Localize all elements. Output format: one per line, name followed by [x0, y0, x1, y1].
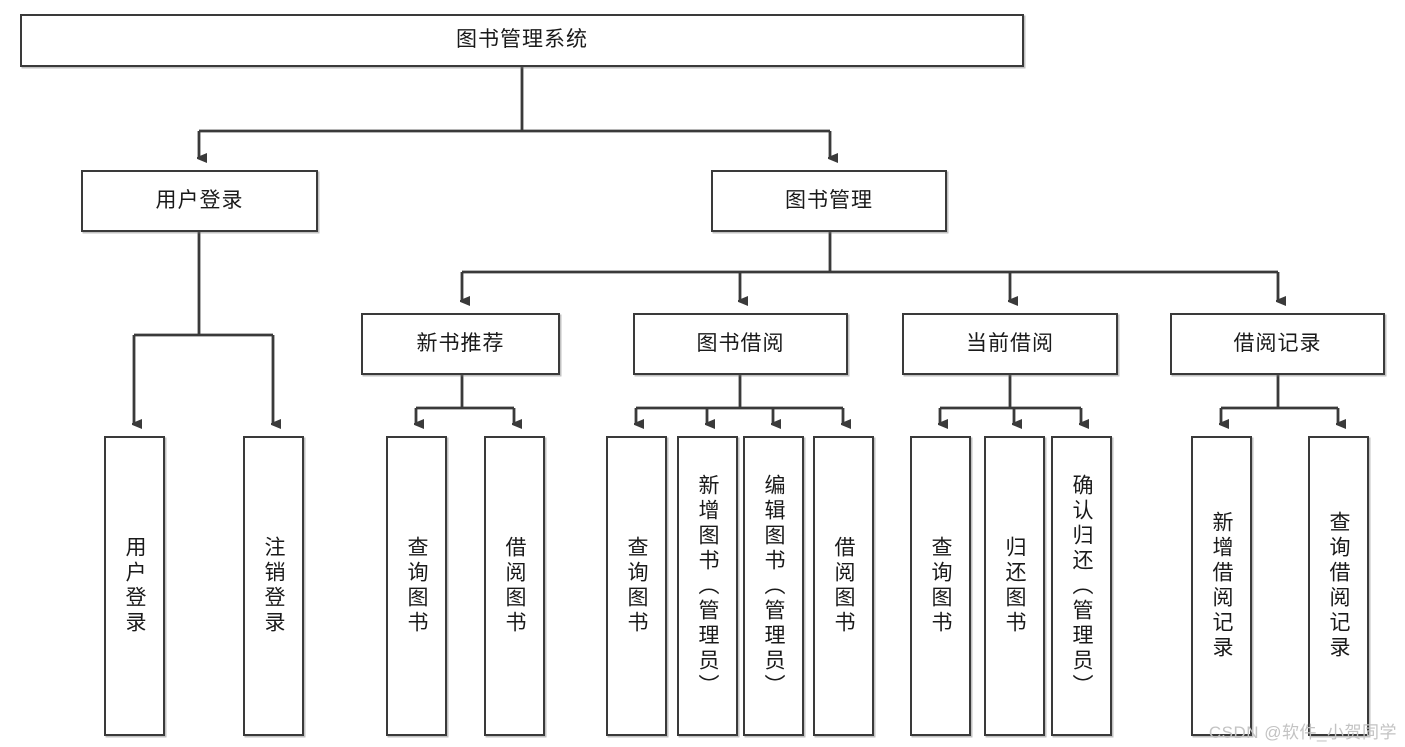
node-leaf-add-record[interactable]: 新增借阅记录	[1191, 436, 1252, 736]
node-leaf-query-book-2-label: 查询图书	[625, 536, 648, 636]
node-root[interactable]: 图书管理系统	[20, 14, 1024, 67]
node-leaf-user-login[interactable]: 用户登录	[104, 436, 165, 736]
node-leaf-return-book[interactable]: 归还图书	[984, 436, 1045, 736]
node-user-login-label: 用户登录	[155, 188, 244, 212]
watermark-text: CSDN @软件_小贺同学	[1208, 723, 1397, 742]
node-leaf-add-book-label: 新增图书（管理员）	[696, 473, 719, 699]
node-leaf-confirm-return-label: 确认归还（管理员）	[1070, 473, 1093, 699]
node-leaf-query-book-1[interactable]: 查询图书	[386, 436, 447, 736]
node-leaf-query-book-1-label: 查询图书	[405, 536, 428, 636]
node-leaf-query-record-label: 查询借阅记录	[1327, 511, 1350, 661]
node-book-borrow-label: 图书借阅	[696, 331, 785, 355]
node-leaf-add-record-label: 新增借阅记录	[1210, 511, 1233, 661]
node-leaf-logout[interactable]: 注销登录	[243, 436, 304, 736]
node-leaf-query-book-2[interactable]: 查询图书	[606, 436, 667, 736]
node-leaf-borrow-book-2-label: 借阅图书	[832, 536, 855, 636]
node-user-login[interactable]: 用户登录	[81, 170, 318, 232]
node-leaf-confirm-return[interactable]: 确认归还（管理员）	[1051, 436, 1112, 736]
node-book-manage-label: 图书管理	[785, 188, 873, 212]
node-new-book-rec[interactable]: 新书推荐	[361, 313, 560, 375]
node-borrow-record[interactable]: 借阅记录	[1170, 313, 1385, 375]
node-leaf-query-record[interactable]: 查询借阅记录	[1308, 436, 1369, 736]
node-leaf-borrow-book-2[interactable]: 借阅图书	[813, 436, 874, 736]
node-leaf-query-book-3[interactable]: 查询图书	[910, 436, 971, 736]
node-leaf-user-login-label: 用户登录	[123, 536, 146, 636]
node-leaf-logout-label: 注销登录	[262, 536, 285, 636]
node-leaf-return-book-label: 归还图书	[1003, 536, 1026, 636]
node-current-borrow[interactable]: 当前借阅	[902, 313, 1118, 375]
node-leaf-borrow-book-1-label: 借阅图书	[503, 536, 526, 636]
node-new-book-rec-label: 新书推荐	[416, 331, 505, 355]
node-book-borrow[interactable]: 图书借阅	[633, 313, 848, 375]
node-leaf-edit-book-label: 编辑图书（管理员）	[762, 473, 785, 699]
node-leaf-borrow-book-1[interactable]: 借阅图书	[484, 436, 545, 736]
node-leaf-add-book[interactable]: 新增图书（管理员）	[677, 436, 738, 736]
node-root-label: 图书管理系统	[456, 28, 588, 52]
node-current-borrow-label: 当前借阅	[966, 331, 1054, 355]
node-book-manage[interactable]: 图书管理	[711, 170, 947, 232]
node-leaf-query-book-3-label: 查询图书	[929, 536, 952, 636]
node-leaf-edit-book[interactable]: 编辑图书（管理员）	[743, 436, 804, 736]
node-borrow-record-label: 借阅记录	[1233, 331, 1322, 355]
